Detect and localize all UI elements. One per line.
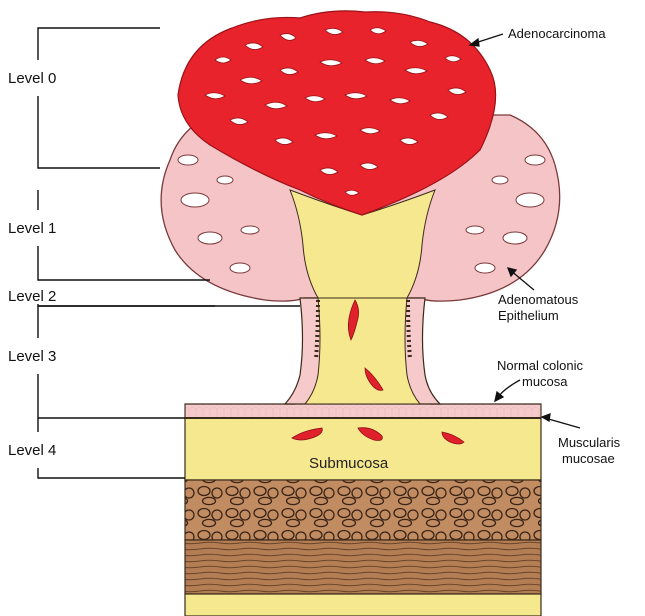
level-2-label: Level 2	[8, 288, 56, 305]
serosa-layer	[185, 594, 541, 616]
normal-mucosa-label-line1: Normal colonic	[497, 358, 583, 373]
adenomatous-label-line1: Adenomatous	[498, 292, 579, 307]
level-0-label: Level 0	[8, 70, 56, 87]
adenomatous-label-line2: Epithelium	[498, 308, 559, 323]
level-3-label: Level 3	[8, 348, 56, 365]
level-1-label: Level 1	[8, 220, 56, 237]
submucosa-label: Submucosa	[309, 455, 389, 472]
adenocarcinoma-label: Adenocarcinoma	[508, 26, 606, 41]
polyp-stalk	[285, 298, 440, 404]
muscularis-propria-fiber-layer	[185, 540, 541, 594]
muscularis-propria-cell-layer	[185, 480, 541, 540]
normal-mucosa-label-line2: mucosa	[522, 374, 568, 389]
muscularis-label-line1: Muscularis	[558, 435, 621, 450]
tissue-layers	[185, 418, 541, 616]
muscularis-label-line2: mucosae	[562, 451, 615, 466]
level-4-label: Level 4	[8, 442, 56, 459]
